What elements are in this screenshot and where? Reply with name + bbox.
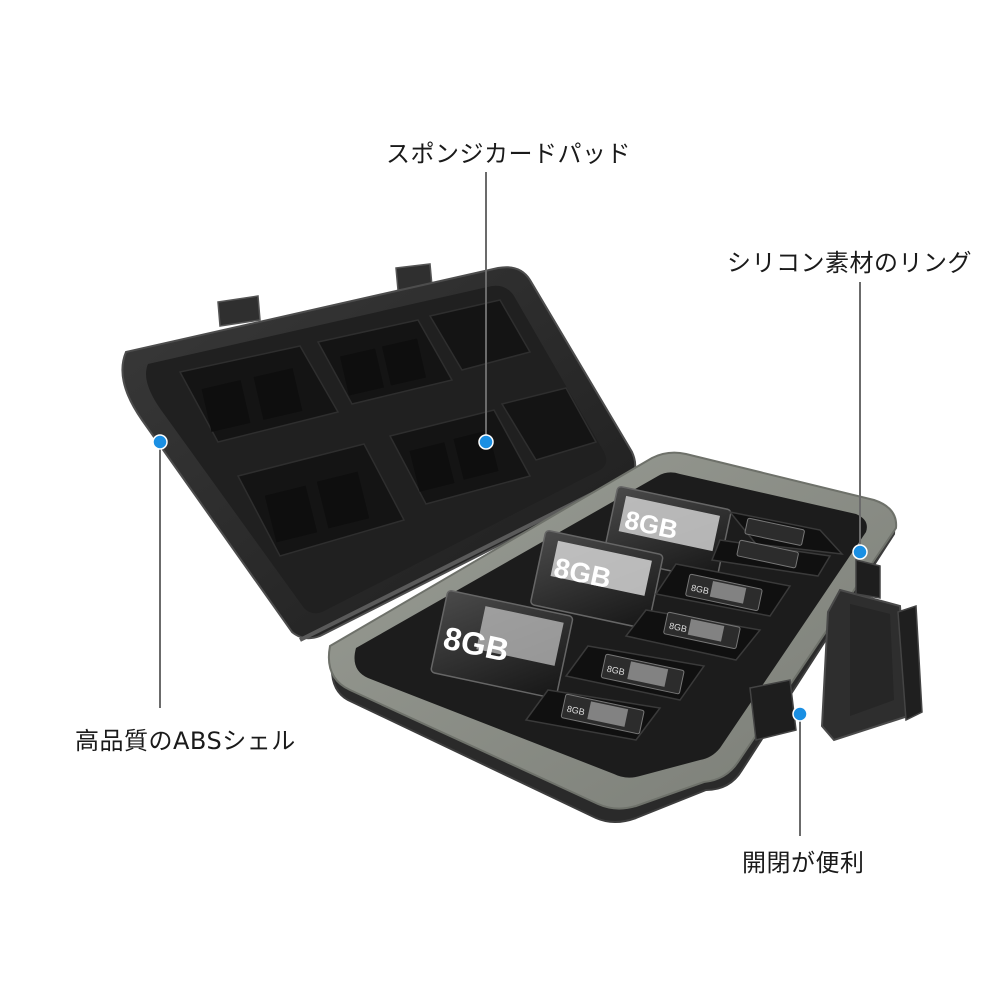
case-base: 8GB 8GB 8GB [328, 451, 923, 823]
callout-lines [159, 172, 861, 836]
dot-marker-icon [852, 544, 868, 560]
callout-sponge-pad: スポンジカードパッド [386, 140, 631, 168]
callout-easy-open: 開閉が便利 [742, 849, 865, 877]
callout-dots [152, 434, 868, 722]
micro-capacity: 8GB [606, 664, 626, 678]
latch[interactable] [749, 559, 923, 742]
callout-abs-shell: 高品質のABSシェル [75, 727, 296, 755]
micro-sd-cards: 8GB 8GB 8GB 8GB [560, 517, 805, 735]
sd-card-slots: 8GB 8GB 8GB [430, 485, 732, 699]
dot-marker-icon [478, 434, 494, 450]
micro-capacity: 8GB [566, 704, 586, 718]
micro-capacity: 8GB [690, 583, 710, 597]
lid-tab-left [217, 295, 261, 327]
micro-capacity: 8GB [668, 621, 688, 635]
case-lid [121, 263, 641, 642]
callout-silicone-ring: シリコン素材のリング [727, 249, 972, 277]
dot-marker-icon [152, 434, 168, 450]
dot-marker-icon [792, 706, 808, 722]
